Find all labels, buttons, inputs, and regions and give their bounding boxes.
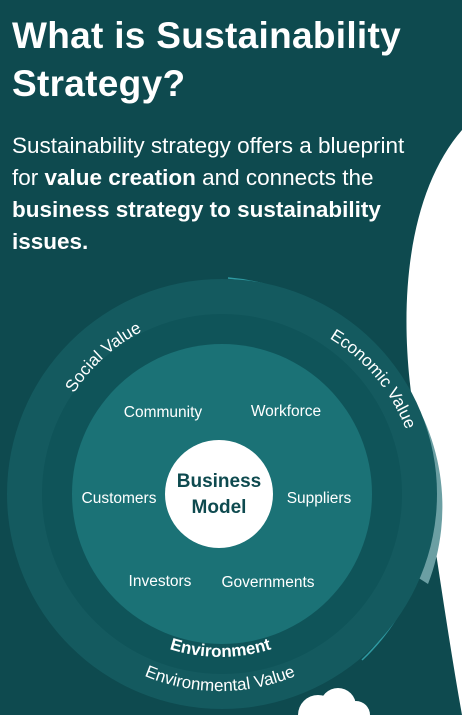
center-circle <box>165 440 273 548</box>
intro-part-2: and connects the <box>195 165 374 190</box>
intro-part-1: Sustainability strategy offers a bluepri… <box>12 133 405 190</box>
stakeholder-suppliers: Suppliers <box>287 490 352 507</box>
intro-text: Sustainability strategy offers a bluepri… <box>12 130 412 258</box>
stakeholder-workforce: Workforce <box>251 403 321 420</box>
stakeholder-governments: Governments <box>221 574 314 591</box>
white-curve-shape <box>406 130 462 715</box>
stakeholder-customers: Customers <box>82 490 157 507</box>
intro-bold-value-creation: value creation <box>44 165 196 190</box>
intro-bold-business-strategy: business strategy to sustainability issu… <box>12 197 381 254</box>
cloud-icon <box>298 688 370 715</box>
page-title: What is Sustainability Strategy? <box>12 15 401 104</box>
stakeholder-investors: Investors <box>129 573 192 590</box>
center-label-line1: Business <box>177 471 261 492</box>
stakeholder-community: Community <box>124 404 203 421</box>
center-label-line2: Model <box>192 497 247 518</box>
